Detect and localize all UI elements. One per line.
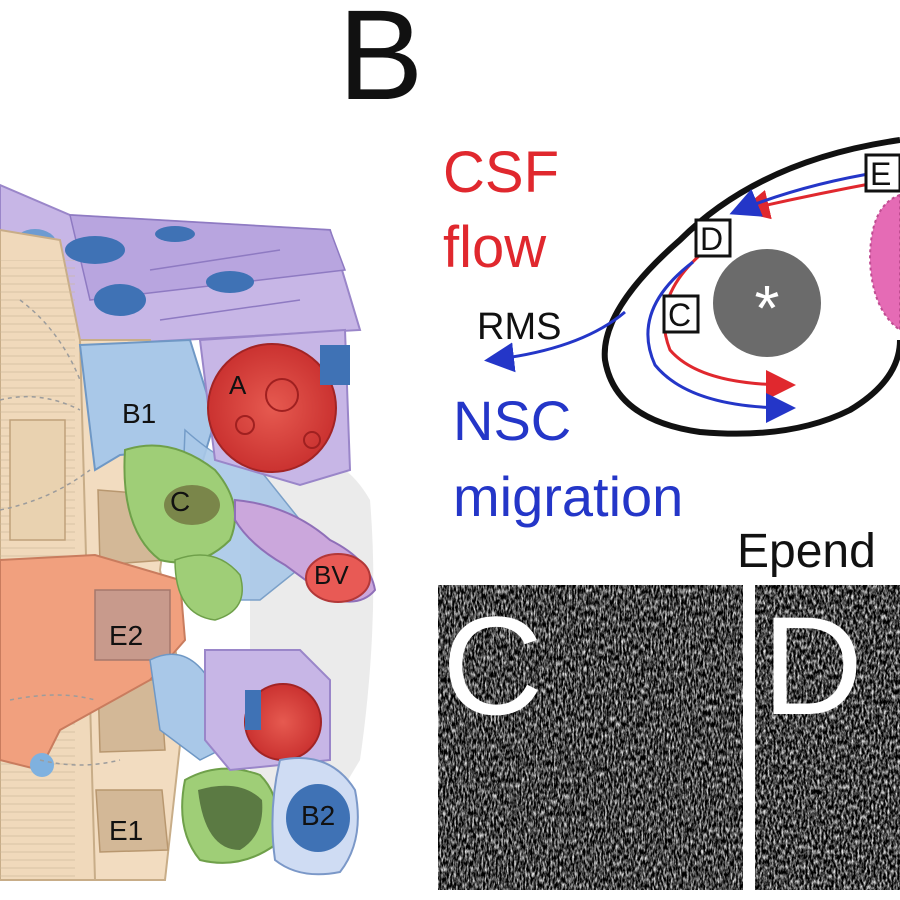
box-c-label: C xyxy=(668,297,692,333)
label-b1: B1 xyxy=(122,398,157,429)
micrograph-title: Epend xyxy=(737,525,876,578)
panel-b-letter: B xyxy=(338,0,424,127)
label-c: C xyxy=(170,486,191,517)
micrograph-right-letter: D xyxy=(762,587,864,744)
label-a: A xyxy=(229,370,247,400)
label-e2: E2 xyxy=(109,620,144,651)
box-d-label: D xyxy=(700,221,724,257)
box-e-label: E xyxy=(870,156,892,192)
nsc-migration-label-line2: migration xyxy=(453,465,684,528)
micrograph-right xyxy=(755,585,900,890)
label-b2: B2 xyxy=(301,800,336,831)
label-e1: E1 xyxy=(109,815,144,846)
micrograph-left xyxy=(438,585,743,890)
csf-flow-label-line2: flow xyxy=(443,215,547,280)
nsc-migration-label-line1: NSC xyxy=(453,389,572,452)
label-bv: BV xyxy=(314,560,349,590)
micrograph-left-letter: C xyxy=(442,587,544,744)
csf-flow-label-line1: CSF xyxy=(443,140,559,205)
